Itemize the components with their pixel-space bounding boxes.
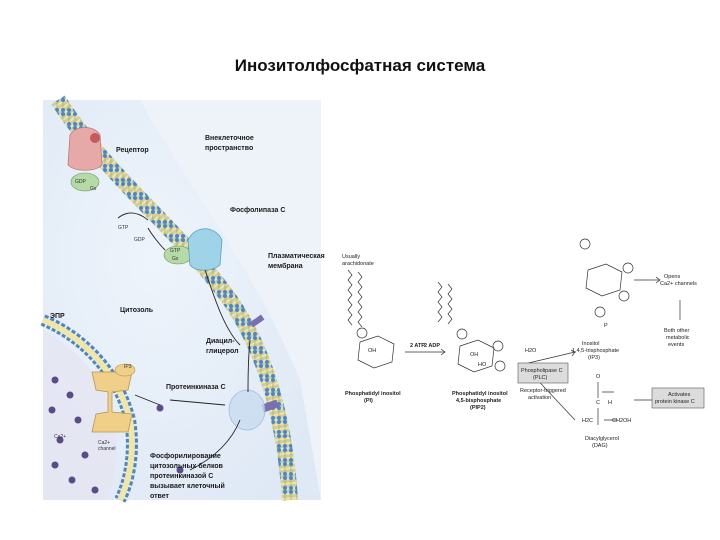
receptor-label: Рецептор bbox=[116, 147, 149, 154]
ip3-full-1: Inositol bbox=[582, 341, 599, 347]
ca-channel-label-1: Ca2+ bbox=[98, 440, 110, 446]
page-title: Инозитолфосфатная система bbox=[234, 56, 486, 75]
pi-label-2: (PI) bbox=[364, 398, 373, 404]
phospholipase-c-shape bbox=[187, 228, 223, 271]
dag-label-2: глицерол bbox=[206, 348, 239, 355]
phosphorylation-label-3: протеинкиназой С bbox=[150, 472, 213, 480]
pip2-ho-label: HO bbox=[478, 362, 487, 368]
plasma-membrane-label-1: Плазматическая bbox=[268, 253, 325, 260]
h2o-label: H2O bbox=[525, 348, 537, 354]
ip3-label: IP3 bbox=[124, 364, 132, 370]
ca-label: Ca2+ bbox=[54, 434, 66, 440]
ip3-p-label: P bbox=[604, 323, 608, 329]
pip2-label-3: (PIP2) bbox=[470, 405, 486, 411]
left-labels: Рецептор Внеклеточное пространство GDP G… bbox=[50, 135, 325, 500]
ligand-shape bbox=[90, 133, 100, 143]
opens-ca-1: Opens bbox=[664, 274, 680, 280]
gs-label: Gs bbox=[90, 186, 97, 192]
extracellular-label-1: Внеклеточное bbox=[205, 135, 254, 142]
plc-box bbox=[517, 362, 569, 384]
gs2-label: Gs bbox=[172, 256, 179, 262]
phospholipase-label: Фосфолипаза С bbox=[230, 207, 285, 214]
receptor-triggered-1: Receptor-triggered bbox=[520, 388, 566, 394]
plc-label-2: (PLC) bbox=[533, 375, 548, 381]
ca-channel-shape bbox=[91, 371, 133, 433]
dag-h-label: H bbox=[608, 400, 612, 406]
right-labels: Usually arachidonate Phosphatidyl inosit… bbox=[342, 254, 697, 449]
atp-label: 2 ATP bbox=[410, 343, 425, 349]
dag-shape bbox=[249, 314, 265, 328]
dag-c-label: C bbox=[596, 400, 600, 406]
pathway-arrows bbox=[117, 212, 251, 471]
gdp2-label: GDP bbox=[134, 237, 146, 243]
both-other-1: Both other bbox=[664, 328, 690, 334]
usually-label-2: arachidonate bbox=[342, 261, 374, 267]
activates-pkc-2: protein kinase C bbox=[655, 399, 695, 405]
pkc-label: Протеинкиназа С bbox=[166, 384, 226, 391]
phosphorylation-label-2: цитозольных белков bbox=[150, 462, 224, 470]
both-other-3: events bbox=[668, 342, 684, 348]
adp-label: 2 ADP bbox=[424, 343, 440, 349]
pi-label-1: Phosphatidyl inositol bbox=[345, 391, 401, 397]
ip3-full-2: 1,4,5-trisphosphate bbox=[572, 348, 619, 354]
dag-o-label: O bbox=[596, 374, 601, 380]
plc-label-1: Phospholipase C bbox=[521, 368, 563, 374]
plasma-membrane-label-2: мембрана bbox=[268, 262, 303, 270]
chemical-pathway bbox=[347, 238, 681, 425]
gtp-label: GTP bbox=[118, 225, 129, 231]
cell-illustration bbox=[40, 95, 321, 503]
dag-h2c-label: H2C bbox=[582, 418, 593, 424]
pkc-shape bbox=[228, 389, 266, 431]
cytosol-label: Цитозоль bbox=[120, 307, 154, 314]
gtp2-label: GTP bbox=[170, 248, 181, 254]
dag-full-2: (DAG) bbox=[592, 443, 608, 449]
ip3-full-3: (IP3) bbox=[588, 355, 600, 361]
dag-label-1: Диацил- bbox=[206, 338, 235, 345]
pip2-label-1: Phosphatidyl inositol bbox=[452, 391, 508, 397]
gdp-label: GDP bbox=[75, 179, 87, 185]
dag-ch2oh-label: CH2OH bbox=[612, 418, 631, 424]
receptor-triggered-2: activation bbox=[528, 395, 551, 401]
activates-pkc-1: Activates bbox=[668, 392, 691, 398]
dag-full-1: Diacylglycerol bbox=[585, 436, 619, 442]
gs-protein-shape bbox=[70, 172, 100, 192]
usually-label-1: Usually bbox=[342, 254, 360, 260]
both-other-2: metabolic bbox=[666, 335, 690, 341]
pkc-activation-box bbox=[651, 387, 705, 409]
phosphorylation-label-1: Фосфорилирование bbox=[150, 453, 221, 460]
ca-channel-label-2: channel bbox=[98, 446, 116, 452]
pip2-label-2: 4,5-bisphosphate bbox=[456, 398, 501, 404]
pi-oh-label: OH bbox=[368, 348, 376, 354]
extracellular-label-2: пространство bbox=[205, 145, 253, 152]
plasma-membrane bbox=[51, 95, 298, 501]
opens-ca-2: Ca2+ channels bbox=[660, 281, 697, 287]
phosphorylation-label-5: ответ bbox=[150, 493, 170, 500]
calcium-ions bbox=[48, 376, 184, 494]
pip2-oh-label: OH bbox=[470, 352, 478, 358]
er-label: ЭПР bbox=[50, 313, 65, 320]
phosphorylation-label-4: вызывает клеточный bbox=[150, 482, 225, 490]
pkc-membrane-shape bbox=[261, 399, 279, 413]
